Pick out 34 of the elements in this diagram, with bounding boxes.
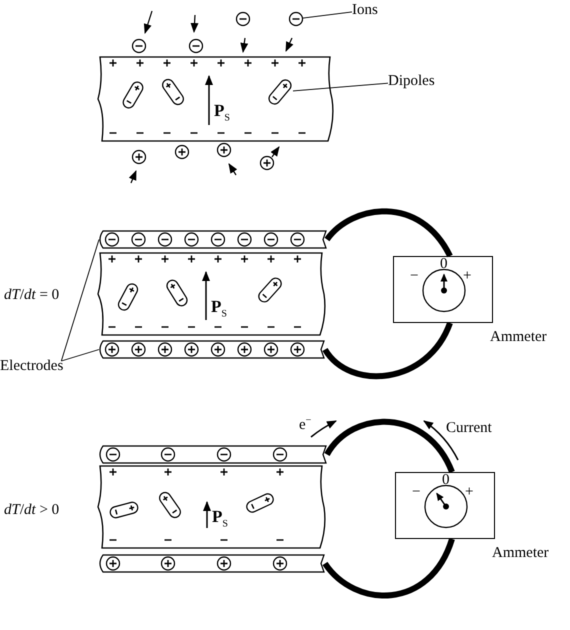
scale-label: 0 [442, 472, 450, 488]
ammeter-box [393, 256, 493, 323]
ion-symbol [289, 12, 303, 26]
scale-label: − [412, 484, 420, 500]
electrode-bar [98, 341, 325, 358]
scale-label: + [465, 484, 474, 500]
electrode-bar [98, 231, 327, 248]
callout-label: Electrodes [0, 358, 64, 374]
wire [324, 419, 455, 474]
scale-label: 0 [440, 256, 448, 272]
polarization-label: P$_{S}$ [212, 508, 228, 530]
callout-label: Dipoles [388, 73, 435, 90]
wire [322, 322, 453, 380]
polarization-label: P$_{S}$ [214, 102, 230, 124]
device-label: Ammeter [490, 329, 547, 346]
callout-label: Ions [352, 2, 378, 18]
current-label: Current [446, 420, 492, 436]
electron-label: e$^{−}$ [299, 415, 312, 434]
wire [324, 208, 453, 258]
scale-label: − [410, 268, 418, 284]
leader-line [292, 82, 388, 92]
wire [322, 538, 455, 598]
leader-line [60, 349, 100, 362]
condition-label: dT/dt > 0 [4, 502, 60, 518]
device-label: Ammeter [492, 545, 549, 562]
electrode-bar [98, 555, 325, 572]
leader-line [60, 239, 100, 362]
condition-label: dT/dt = 0 [4, 287, 60, 304]
scale-label: + [463, 268, 472, 284]
leader-line [302, 11, 352, 19]
dipole-symbol [267, 77, 293, 107]
ammeter-box [395, 472, 495, 539]
polarization-label: P$_{S}$ [211, 298, 227, 320]
electrode-bar [98, 446, 327, 463]
